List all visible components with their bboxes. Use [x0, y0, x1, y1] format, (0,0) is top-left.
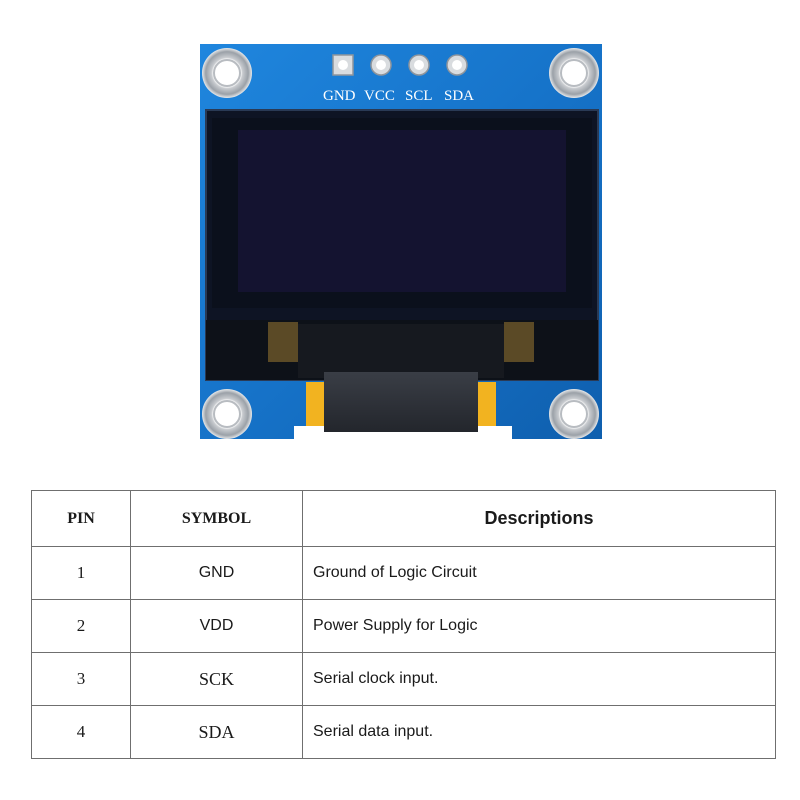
pin-description: Serial data input.: [302, 705, 776, 759]
mounting-hole: [202, 389, 252, 439]
pin-symbol: VDD: [130, 599, 303, 653]
pin-number: 3: [31, 652, 131, 706]
silkscreen-label-gnd: GND: [323, 88, 356, 104]
silkscreen-label-scl: SCL: [405, 88, 433, 104]
pin-description-table: PIN SYMBOL Descriptions 1 GND Ground of …: [31, 490, 776, 759]
pin-description: Power Supply for Logic: [302, 599, 776, 653]
header-symbol: SYMBOL: [130, 490, 303, 547]
silkscreen-pin-labels: GND VCC SCL SDA: [200, 84, 602, 108]
pin-description: Ground of Logic Circuit: [302, 546, 776, 600]
pin-symbol: SCK: [130, 652, 303, 706]
mounting-hole: [549, 389, 599, 439]
oled-module-photo: [200, 44, 602, 439]
table-row: 4 SDA Serial data input.: [31, 705, 776, 759]
pin-description: Serial clock input.: [302, 652, 776, 706]
silkscreen-label-sda: SDA: [444, 88, 475, 104]
table-row: 2 VDD Power Supply for Logic: [31, 599, 776, 653]
pin-number: 1: [31, 546, 131, 600]
flex-cable: [324, 372, 478, 432]
header-pin-pads: [332, 54, 468, 76]
pin-number: 2: [31, 599, 131, 653]
table-row: 1 GND Ground of Logic Circuit: [31, 546, 776, 600]
header-descriptions: Descriptions: [302, 490, 776, 547]
header-pin: PIN: [31, 490, 131, 547]
pin-symbol: GND: [130, 546, 303, 600]
silkscreen-label-vcc: VCC: [364, 88, 395, 104]
mounting-hole: [549, 48, 599, 98]
pin-symbol: SDA: [130, 705, 303, 759]
pin-number: 4: [31, 705, 131, 759]
table-header-row: PIN SYMBOL Descriptions: [31, 490, 776, 547]
mounting-hole: [202, 48, 252, 98]
oled-screen: [238, 130, 566, 292]
table-row: 3 SCK Serial clock input.: [31, 652, 776, 706]
